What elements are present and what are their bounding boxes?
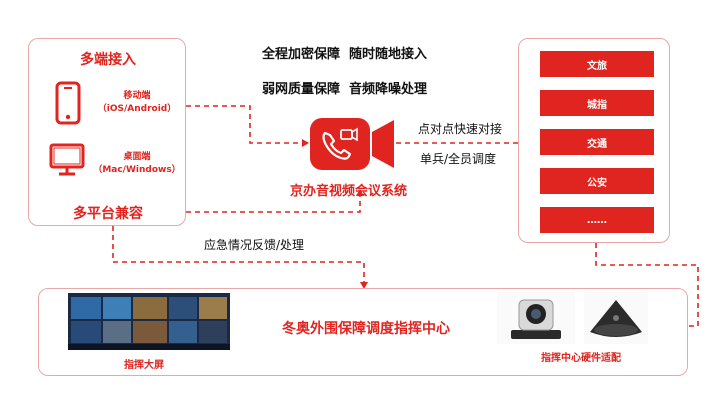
multi-platform-label: 多平台兼容	[73, 206, 143, 222]
flow-label-dispatch: 单兵/全员调度	[420, 152, 497, 166]
category-item: 公安	[540, 168, 654, 194]
arrowhead-left-lower	[356, 189, 364, 196]
emergency-flow-label: 应急情况反馈/处理	[204, 238, 305, 252]
multi-endpoint-panel: 多端接入 移动端 （iOS/Android） 桌面端 （Mac/Windows）…	[28, 38, 186, 226]
system-name: 京办音视频会议系统	[290, 184, 408, 199]
phone-icon	[55, 81, 81, 129]
desktop-label-block: 桌面端 （Mac/Windows）	[91, 151, 183, 177]
arrowhead-left-bottom	[360, 282, 368, 289]
ptz-camera-image	[497, 292, 575, 344]
mobile-label: 移动端	[123, 91, 151, 101]
hardware-caption: 指挥中心硬件适配	[541, 353, 621, 364]
connector-left-bottom	[112, 226, 365, 282]
video-call-icon	[308, 116, 398, 176]
category-item: 文旅	[540, 51, 654, 77]
desktop-sublabel: （Mac/Windows）	[93, 165, 181, 175]
connector-left-upper	[186, 105, 302, 144]
flow-label-p2p: 点对点快速对接	[418, 122, 503, 136]
feature-line-2: 弱网质量保障 音频降噪处理	[262, 82, 428, 97]
command-center-title: 冬奥外围保障调度指挥中心	[282, 321, 450, 337]
category-item: ……	[540, 207, 654, 233]
arrowhead-left-upper	[302, 139, 309, 147]
conference-speaker-image	[584, 292, 648, 344]
monitor-icon	[49, 143, 85, 181]
multi-endpoint-title: 多端接入	[80, 52, 136, 68]
feature-line-1: 全程加密保障 随时随地接入	[262, 47, 428, 62]
category-item: 城指	[540, 90, 654, 116]
connector-left-lower	[186, 196, 361, 213]
mobile-sublabel: （iOS/Android）	[97, 104, 177, 114]
desktop-label: 桌面端	[123, 152, 151, 162]
mobile-label-block: 移动端 （iOS/Android）	[91, 90, 183, 116]
command-screen-image	[68, 293, 230, 350]
category-item: 交通	[540, 129, 654, 155]
command-screen-caption: 指挥大屏	[124, 360, 164, 371]
